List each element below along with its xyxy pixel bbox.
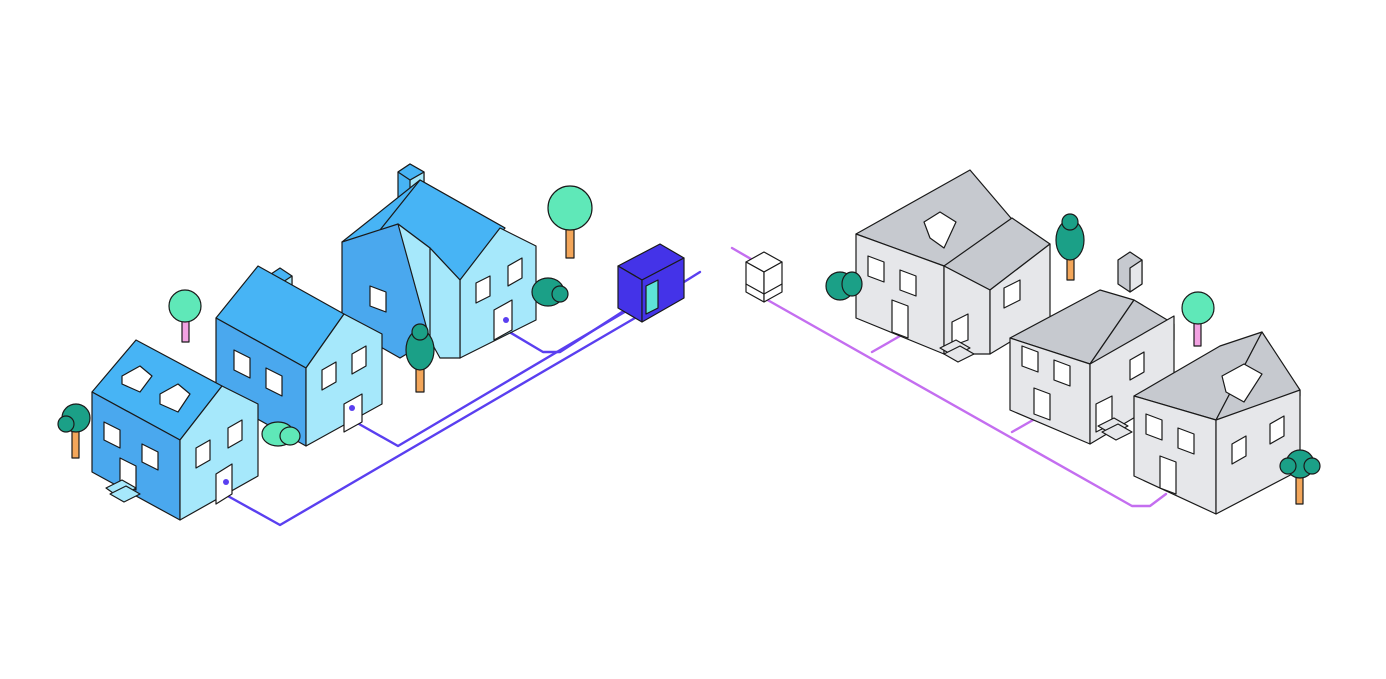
connected-house-small (91, 339, 259, 521)
tree-icon (547, 185, 593, 259)
unconnected-neighbourhood (730, 169, 1321, 515)
tree-icon (1279, 449, 1321, 505)
fiber-network-cabinet-icon (617, 243, 685, 323)
tree-icon (405, 323, 435, 393)
bush-icon (531, 277, 569, 307)
unconnected-house-medium (1009, 251, 1175, 445)
tree-icon (168, 289, 202, 343)
tree-icon (57, 403, 91, 459)
unconnected-house-small (1133, 331, 1301, 515)
connected-house-medium (215, 265, 383, 447)
bush-icon (261, 421, 301, 447)
tree-icon (1055, 213, 1085, 281)
copper-network-box-icon (745, 251, 783, 303)
connected-neighbourhood (57, 163, 702, 527)
bush-icon (825, 271, 863, 301)
tree-icon (1181, 291, 1215, 347)
